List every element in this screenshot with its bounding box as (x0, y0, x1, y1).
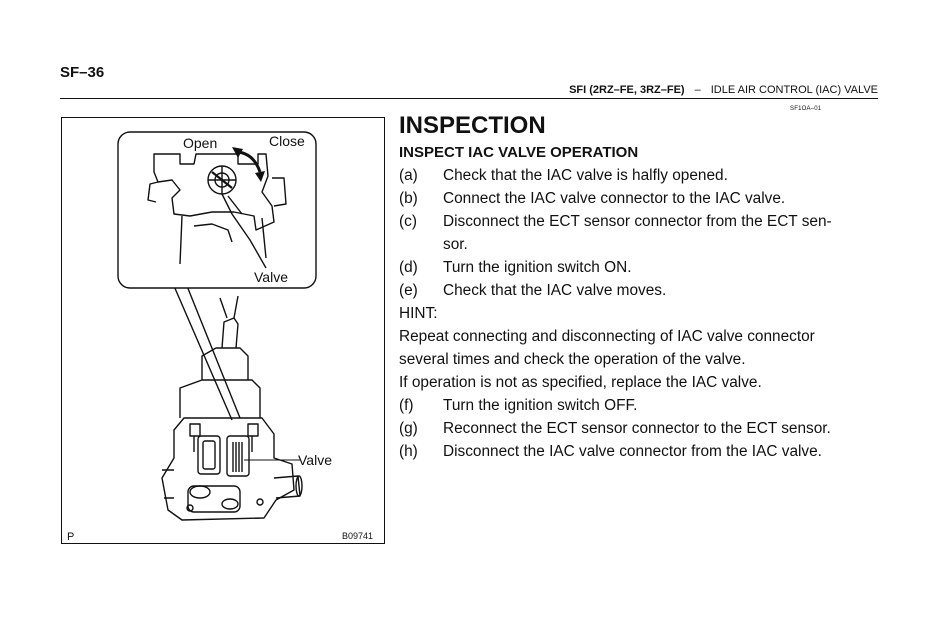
step-label: (c) (399, 213, 417, 230)
step-a: (a) Check that the IAC valve is halfly op… (399, 164, 883, 187)
replace-note: If operation is not as specified, replac… (399, 374, 762, 391)
step-f: (f) Turn the ignition switch OFF. (399, 394, 883, 417)
hint-text-line-1: Repeat connecting and disconnecting of I… (399, 328, 815, 345)
header-system: SFI (2RZ–FE, 3RZ–FE) (569, 84, 685, 96)
hint-text-line-2: several times and check the operation of… (399, 351, 746, 368)
section-title: INSPECTION (399, 112, 546, 139)
step-e: (e) Check that the IAC valve moves. (399, 279, 883, 302)
label-close: Close (269, 133, 305, 149)
step-c-continued: sor. (399, 233, 883, 256)
section-subtitle: INSPECT IAC VALVE OPERATION (399, 144, 639, 161)
label-open: Open (183, 135, 218, 151)
step-text: sor. (443, 236, 468, 253)
step-text: Turn the ignition switch ON. (443, 259, 632, 276)
step-label: (h) (399, 443, 418, 460)
figure-id: B09741 (342, 531, 374, 541)
step-c: (c) Disconnect the ECT sensor connector f… (399, 210, 883, 233)
step-text: Disconnect the IAC valve connector from … (443, 443, 822, 460)
page-number: SF–36 (60, 64, 105, 81)
hint-label: HINT: (399, 305, 438, 322)
step-d: (d) Turn the ignition switch ON. (399, 256, 883, 279)
step-label: (e) (399, 282, 418, 299)
step-label: (f) (399, 397, 414, 414)
step-label: (b) (399, 190, 418, 207)
step-b: (b) Connect the IAC valve connector to th… (399, 187, 883, 210)
step-text: Check that the IAC valve is halfly opene… (443, 167, 728, 184)
header-separator: – (694, 84, 701, 96)
label-valve-detail: Valve (254, 269, 288, 285)
step-label: (a) (399, 167, 418, 184)
step-label: (d) (399, 259, 418, 276)
inspection-section: INSPECTION INSPECT IAC VALVE OPERATION (… (399, 112, 883, 463)
step-label: (g) (399, 420, 418, 437)
step-text: Connect the IAC valve connector to the I… (443, 190, 786, 207)
inspection-steps: (a) Check that the IAC valve is halfly op… (399, 164, 883, 463)
iac-valve-illustration (117, 131, 317, 521)
step-text: Turn the ignition switch OFF. (443, 397, 638, 414)
step-text: Disconnect the ECT sensor connector from… (443, 213, 832, 230)
header-section: IDLE AIR CONTROL (IAC) VALVE (710, 84, 878, 96)
iac-valve-figure: Open Close Valve Valve P B09741 (61, 117, 385, 544)
step-text: Check that the IAC valve moves. (443, 282, 667, 299)
step-text: Reconnect the ECT sensor connector to th… (443, 420, 831, 437)
code-reference: SF1OA–01 (790, 106, 822, 112)
step-h: (h) Disconnect the IAC valve connector fr… (399, 440, 883, 463)
label-valve: Valve (298, 452, 332, 468)
page-header: SFI (2RZ–FE, 3RZ–FE)–IDLE AIR CONTROL (I… (60, 84, 878, 99)
step-g: (g) Reconnect the ECT sensor connector to… (399, 417, 883, 440)
figure-corner-mark: P (67, 531, 75, 543)
